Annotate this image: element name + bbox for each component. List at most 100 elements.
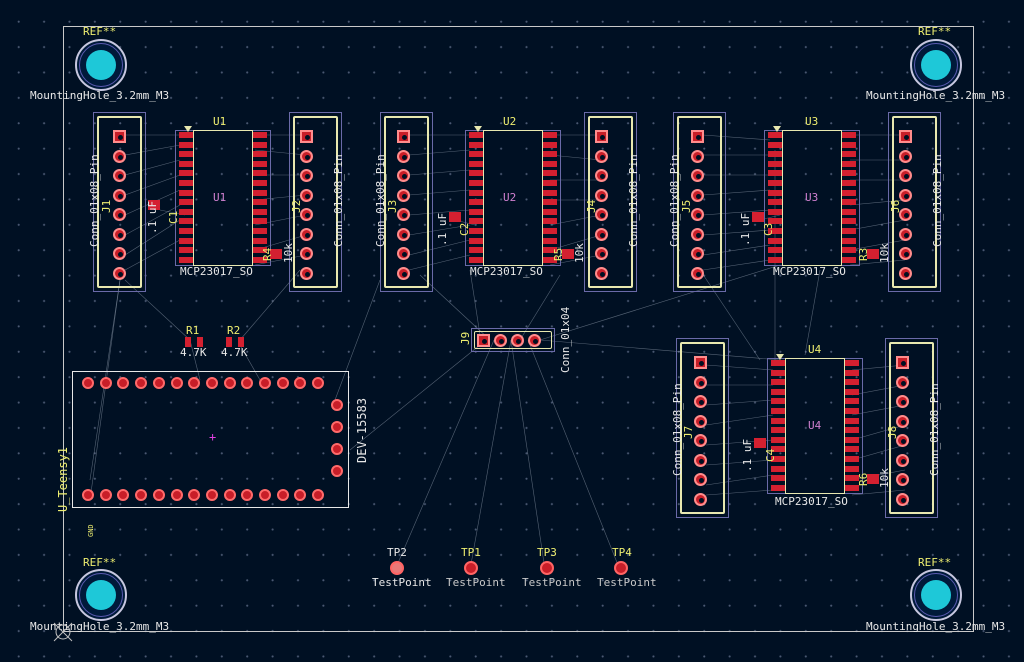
- ic-pad[interactable]: [469, 256, 483, 263]
- ic-pad[interactable]: [253, 170, 267, 177]
- connector-pad[interactable]: [691, 247, 704, 260]
- ic-pad[interactable]: [768, 141, 782, 148]
- connector-pad[interactable]: [896, 356, 909, 369]
- ic-pad[interactable]: [771, 388, 785, 395]
- ic-pad[interactable]: [469, 199, 483, 206]
- connector-pad[interactable]: [397, 227, 410, 241]
- ic-pad[interactable]: [771, 398, 785, 405]
- cap-pad[interactable]: [449, 212, 455, 222]
- ic-pad[interactable]: [469, 237, 483, 244]
- ic-pad[interactable]: [845, 388, 859, 395]
- connector-pad[interactable]: [113, 247, 126, 260]
- ic-pad[interactable]: [253, 218, 267, 225]
- connector-pad[interactable]: [397, 208, 410, 221]
- teensy-pad[interactable]: [135, 377, 148, 389]
- connector-pad[interactable]: [694, 473, 707, 486]
- ic-pad[interactable]: [253, 141, 267, 148]
- ic-pad[interactable]: [771, 436, 785, 443]
- ic-pad[interactable]: [771, 446, 785, 453]
- res-pad[interactable]: [270, 249, 276, 259]
- ic-pad[interactable]: [179, 170, 193, 177]
- ic-pad[interactable]: [845, 408, 859, 414]
- connector-pad[interactable]: [595, 247, 608, 260]
- teensy-pad[interactable]: [82, 489, 94, 501]
- ic-pad[interactable]: [845, 417, 859, 424]
- ic-pad[interactable]: [771, 408, 785, 414]
- ic-pad[interactable]: [842, 247, 856, 254]
- ic-pad[interactable]: [842, 151, 856, 158]
- ic-pad[interactable]: [842, 141, 856, 148]
- j9-pad-3[interactable]: [511, 334, 524, 347]
- teensy-pad[interactable]: [294, 489, 307, 501]
- teensy-pad[interactable]: [135, 489, 148, 501]
- connector-pad[interactable]: [300, 188, 313, 202]
- connector-pad[interactable]: [691, 188, 704, 202]
- ic-pad[interactable]: [845, 436, 859, 443]
- ic-pad[interactable]: [771, 417, 785, 424]
- ic-pad[interactable]: [469, 228, 483, 234]
- ic-pad[interactable]: [768, 151, 782, 158]
- cap-pad[interactable]: [754, 438, 760, 448]
- connector-pad[interactable]: [595, 149, 608, 163]
- ic-pad[interactable]: [179, 132, 193, 138]
- ic-pad[interactable]: [543, 189, 557, 196]
- teensy-pad[interactable]: [259, 377, 271, 389]
- teensy-pad[interactable]: [223, 377, 236, 389]
- ic-pad[interactable]: [179, 247, 193, 254]
- ic-pad[interactable]: [179, 160, 193, 167]
- res-pad[interactable]: [276, 249, 282, 259]
- ic-pad[interactable]: [845, 465, 859, 472]
- connector-pad[interactable]: [397, 130, 410, 143]
- ic-pad[interactable]: [771, 379, 785, 386]
- ic-pad[interactable]: [179, 180, 193, 186]
- ic-pad[interactable]: [768, 237, 782, 244]
- ic-pad[interactable]: [253, 180, 267, 186]
- connector-pad[interactable]: [691, 227, 704, 241]
- connector-pad[interactable]: [896, 453, 909, 467]
- ic-pad[interactable]: [179, 199, 193, 206]
- ic-pad[interactable]: [469, 160, 483, 167]
- connector-pad[interactable]: [300, 130, 313, 143]
- ic-pad[interactable]: [469, 247, 483, 254]
- teensy-pad[interactable]: [117, 489, 130, 501]
- connector-pad[interactable]: [397, 188, 410, 202]
- connector-pad[interactable]: [896, 434, 909, 447]
- connector-pad[interactable]: [300, 169, 313, 182]
- ic-pad[interactable]: [845, 456, 859, 462]
- connector-pad[interactable]: [595, 169, 608, 182]
- connector-pad[interactable]: [896, 414, 909, 428]
- ic-pad[interactable]: [842, 160, 856, 167]
- connector-pad[interactable]: [899, 130, 912, 143]
- teensy-pad[interactable]: [188, 377, 201, 389]
- teensy-pad[interactable]: [259, 489, 271, 501]
- cap-pad[interactable]: [148, 200, 154, 210]
- ic-pad[interactable]: [768, 189, 782, 196]
- ic-pad[interactable]: [253, 228, 267, 234]
- connector-pad[interactable]: [896, 395, 909, 408]
- cap-pad[interactable]: [758, 212, 764, 222]
- teensy-pad[interactable]: [331, 399, 343, 411]
- teensy-pad[interactable]: [276, 489, 289, 501]
- res-pad[interactable]: [568, 249, 574, 259]
- connector-pad[interactable]: [300, 227, 313, 241]
- connector-pad[interactable]: [300, 266, 313, 280]
- connector-pad[interactable]: [691, 130, 704, 143]
- connector-pad[interactable]: [899, 169, 912, 182]
- ic-pad[interactable]: [771, 456, 785, 462]
- ic-pad[interactable]: [253, 132, 267, 138]
- ic-pad[interactable]: [842, 180, 856, 186]
- teensy-pad[interactable]: [205, 377, 218, 389]
- ic-pad[interactable]: [845, 369, 859, 376]
- ic-pad[interactable]: [842, 199, 856, 206]
- ic-pad[interactable]: [771, 465, 785, 472]
- ic-pad[interactable]: [469, 141, 483, 148]
- connector-pad[interactable]: [694, 356, 707, 369]
- teensy-pad[interactable]: [170, 377, 183, 389]
- ic-pad[interactable]: [845, 379, 859, 386]
- ic-pad[interactable]: [469, 218, 483, 225]
- teensy-pad[interactable]: [152, 489, 165, 501]
- cap-pad[interactable]: [455, 212, 461, 222]
- r2-pad-1[interactable]: [226, 337, 232, 347]
- j9-pad-4[interactable]: [528, 334, 541, 347]
- teensy-pad[interactable]: [331, 465, 343, 477]
